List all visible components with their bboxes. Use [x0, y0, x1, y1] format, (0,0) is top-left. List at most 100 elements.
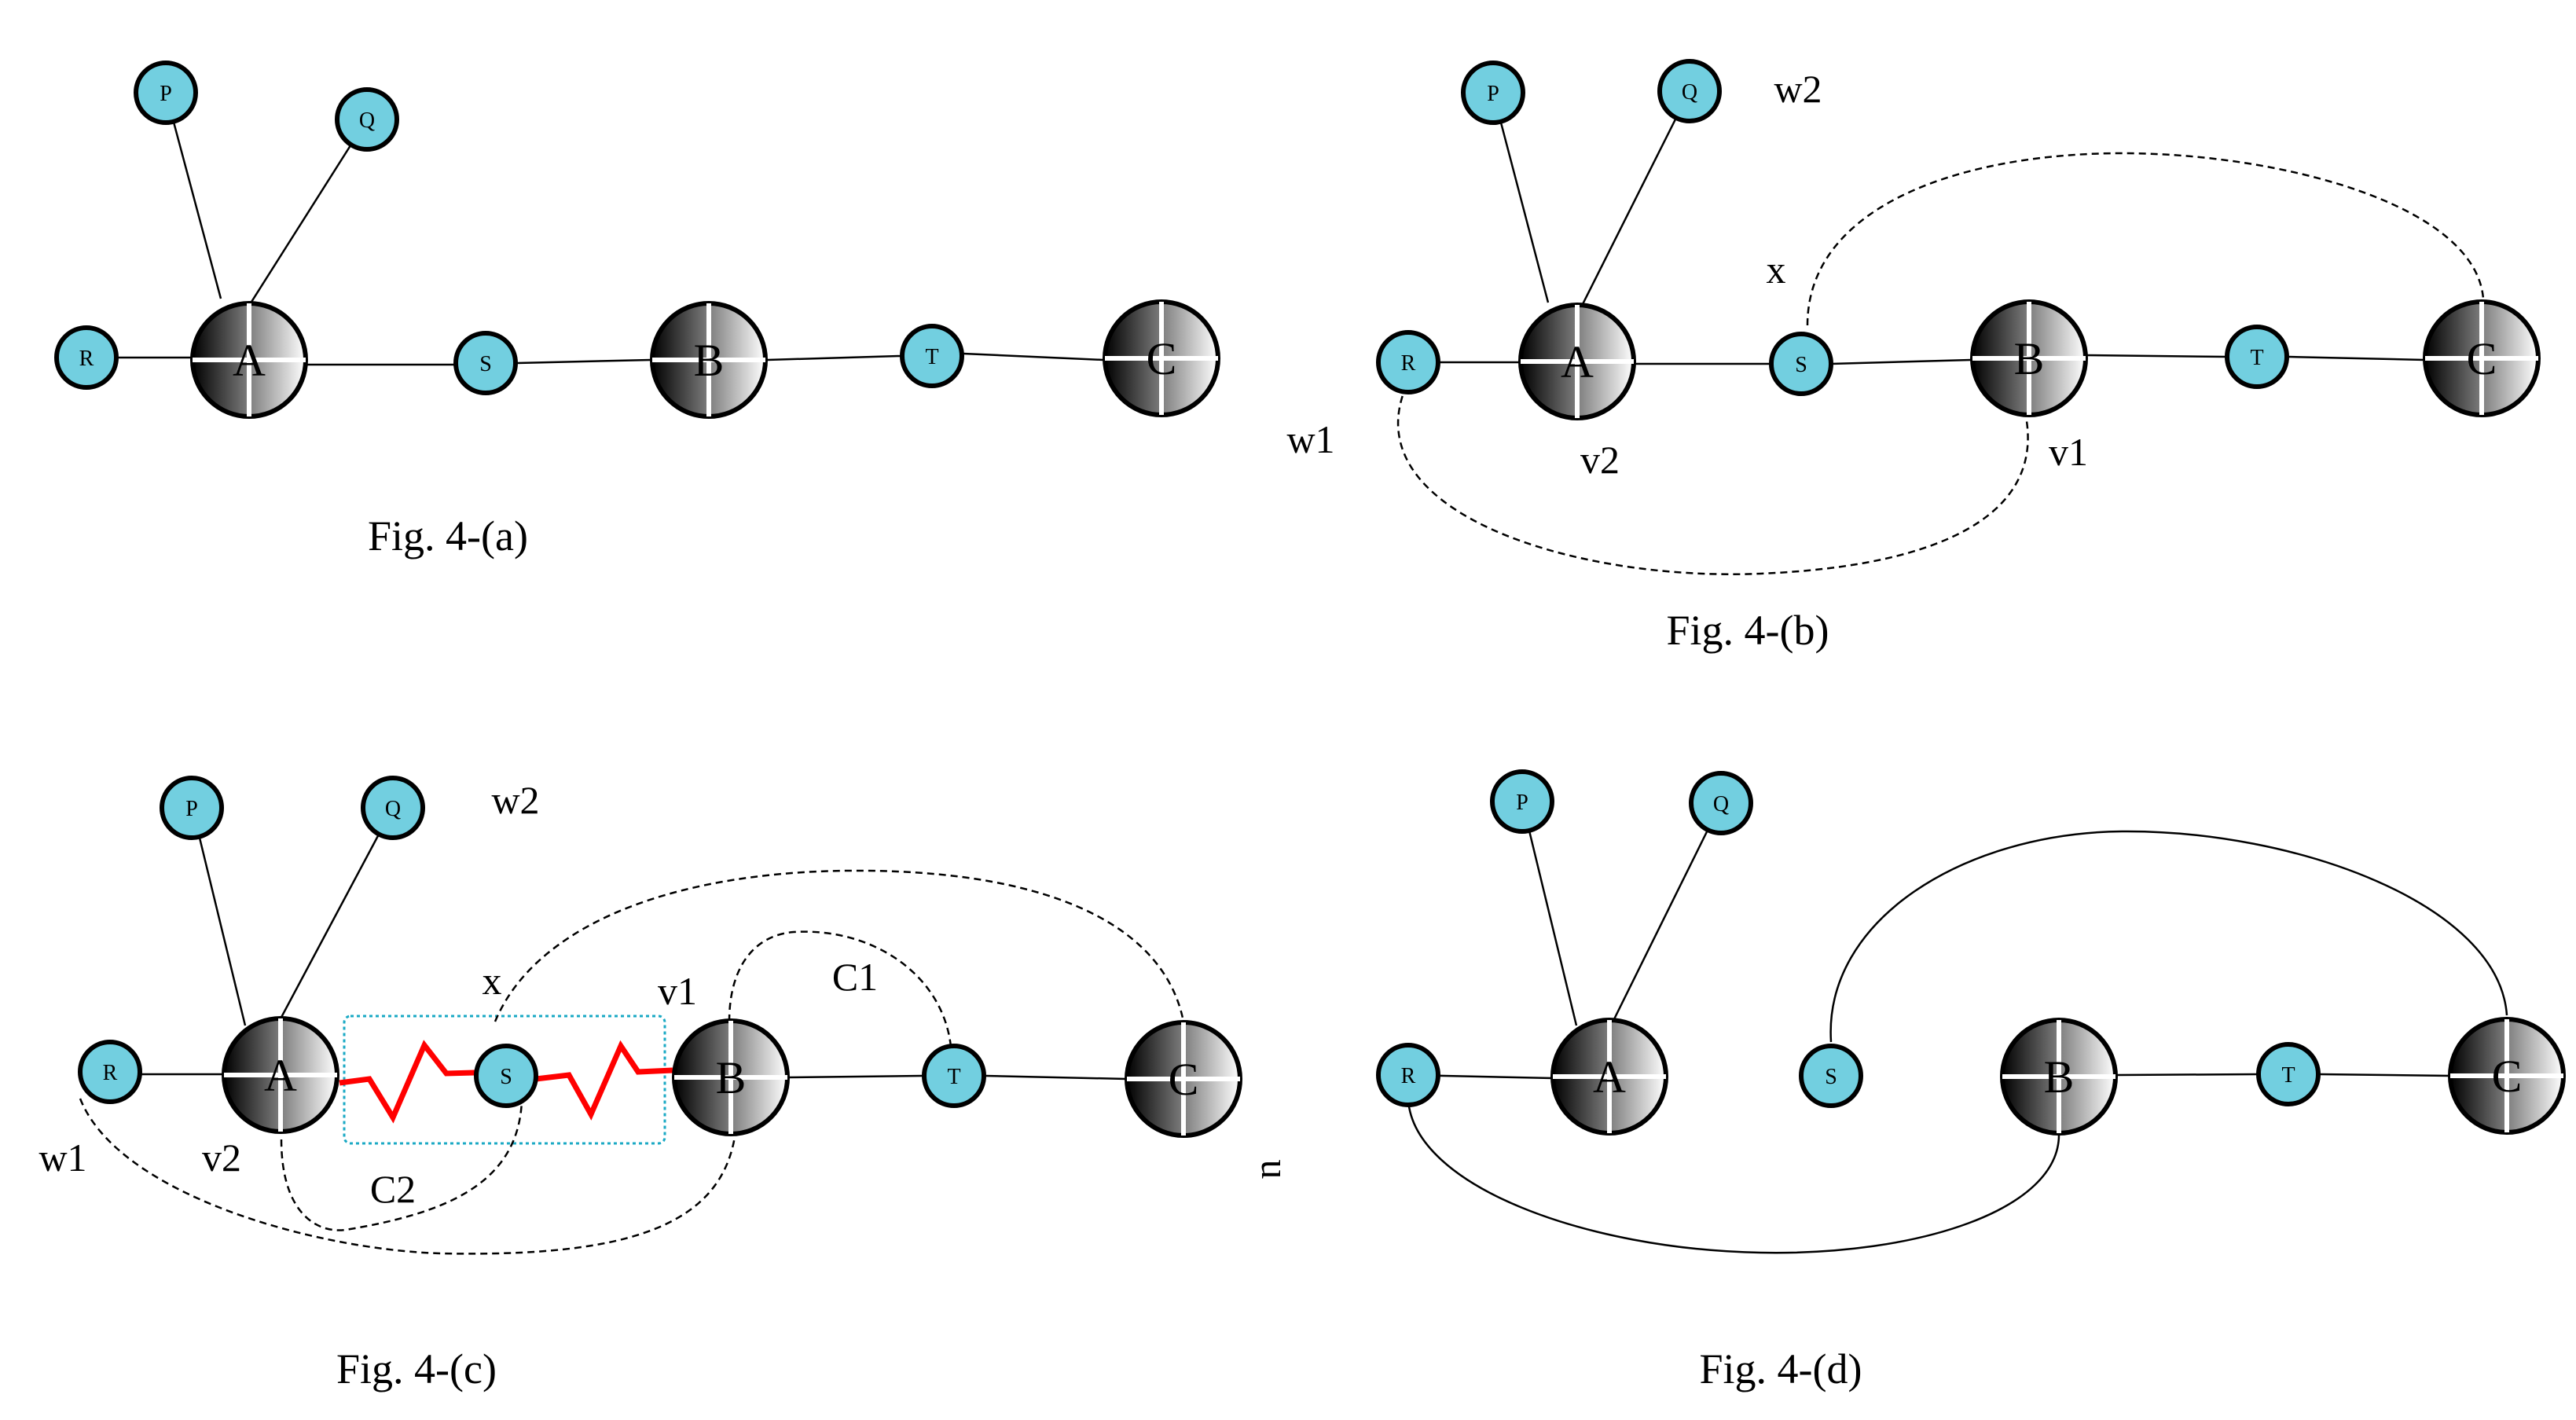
node-label: C [2467, 333, 2497, 384]
node-C: C [2423, 299, 2541, 417]
node-label: P [160, 82, 172, 106]
node-C: C [1125, 1020, 1242, 1138]
edge-B-T [2085, 354, 2226, 358]
dashed-path-B-T [728, 930, 952, 1048]
node-label: R [1401, 351, 1416, 376]
node-T: T [2225, 325, 2289, 389]
edge-Q-A [1609, 802, 1723, 1026]
node-T: T [922, 1044, 986, 1108]
node-S: S [1799, 1044, 1863, 1108]
dashed-path-S-C [1806, 152, 2485, 326]
edge-P-A [1492, 92, 1550, 303]
dashed-path-S-C [494, 869, 1185, 1022]
edge-T-C [2288, 355, 2426, 361]
node-R: R [54, 325, 119, 390]
node-P: P [1490, 769, 1554, 834]
node-B: B [1970, 299, 2088, 417]
node-T: T [2256, 1042, 2321, 1106]
node-Q: Q [361, 776, 425, 840]
node-label: Q [359, 108, 375, 133]
node-label: P [1487, 82, 1499, 106]
label-v1: v1 [2049, 430, 2088, 474]
label-C2: C2 [370, 1167, 416, 1211]
node-label: S [500, 1065, 512, 1089]
label-v1: v1 [658, 969, 697, 1013]
node-C: C [2448, 1017, 2566, 1135]
edge-B-T [2116, 1073, 2258, 1077]
node-P: P [134, 61, 198, 125]
node-Q: Q [335, 87, 399, 152]
panel-c: P Q R S T A B [39, 776, 1297, 1392]
node-label: P [185, 797, 198, 821]
node-S: S [1769, 332, 1833, 396]
node-label: P [1516, 791, 1528, 815]
panel-b: P Q R S T A B [1286, 59, 2541, 654]
node-label: B [2044, 1051, 2075, 1103]
node-label: B [694, 335, 725, 386]
edge-B-T [766, 354, 901, 361]
caption-b: Fig. 4-(b) [1667, 607, 1829, 654]
node-label: S [479, 352, 492, 376]
label-x: x [483, 959, 502, 1003]
label-x: x [1767, 248, 1786, 292]
node-C: C [1103, 299, 1220, 417]
node-B: B [2000, 1018, 2118, 1136]
edge-Q-A [1578, 90, 1691, 311]
label-v2: v2 [202, 1136, 241, 1180]
node-label: R [103, 1061, 118, 1085]
dashed-path-R-B [1396, 384, 2029, 575]
node-label: T [2250, 346, 2263, 370]
dashed-path-w1 [79, 1098, 737, 1255]
node-label: T [947, 1065, 960, 1089]
node-label: Q [1713, 792, 1729, 816]
label-C1: C1 [832, 955, 878, 999]
node-P: P [160, 776, 224, 840]
edge-P-A [164, 92, 222, 299]
node-R: R [78, 1040, 142, 1104]
node-A: A [190, 301, 308, 419]
node-Q: Q [1689, 771, 1753, 835]
node-label: B [716, 1052, 747, 1103]
node-label: C [1169, 1054, 1199, 1105]
edge-P-A [190, 805, 247, 1026]
node-B: B [650, 301, 768, 419]
node-label: C [1147, 333, 1177, 384]
arc-S-C [1829, 830, 2508, 1043]
node-label: A [1593, 1051, 1626, 1103]
edge-S-B [516, 358, 651, 365]
node-label: R [79, 347, 94, 371]
edge-Q-A [277, 807, 394, 1024]
highlight-path-A-S [339, 1040, 475, 1124]
caption-d: Fig. 4-(d) [1700, 1345, 1862, 1392]
edge-S-B [1830, 358, 1972, 365]
node-R: R [1376, 330, 1440, 394]
node-A: A [222, 1016, 339, 1134]
label-w2: w2 [491, 778, 539, 822]
edge-T-C [985, 1074, 1128, 1081]
node-label: Q [385, 797, 401, 821]
node-label: T [925, 345, 938, 369]
label-u: u [1253, 1160, 1297, 1180]
node-A: A [1518, 303, 1636, 420]
caption-a: Fig. 4-(a) [368, 512, 528, 560]
node-label: B [2014, 333, 2045, 384]
label-v2: v2 [1580, 438, 1620, 482]
node-label: S [1825, 1065, 1837, 1089]
node-Q: Q [1657, 59, 1722, 123]
node-label: A [233, 335, 266, 386]
node-R: R [1376, 1043, 1440, 1107]
node-label: C [2492, 1051, 2523, 1102]
panel-a: P Q R S T A B [54, 61, 1220, 560]
edge-T-C [2319, 1073, 2451, 1077]
node-label: S [1795, 353, 1807, 377]
label-w1: w1 [1286, 417, 1334, 461]
node-label: A [264, 1050, 297, 1101]
dashed-path-v2 [280, 1099, 523, 1231]
node-label: A [1561, 336, 1594, 387]
caption-c: Fig. 4-(c) [336, 1345, 497, 1392]
node-P: P [1461, 61, 1525, 125]
label-w2: w2 [1774, 67, 1822, 111]
node-label: T [2281, 1063, 2295, 1088]
edge-P-A [1521, 801, 1578, 1026]
